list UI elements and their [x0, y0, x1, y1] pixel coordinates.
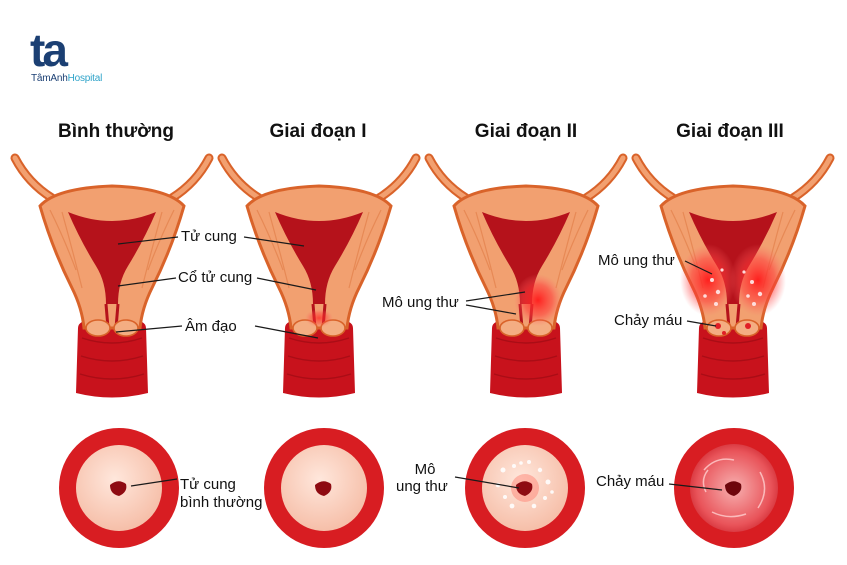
- tumor-stage-2-glow: [514, 274, 562, 326]
- label-uterus: Tử cung: [181, 228, 237, 245]
- tumor-stage-3-left-glow: [680, 244, 736, 316]
- stage-title-stage-2: Giai đoạn II: [474, 121, 578, 142]
- cervix-section-stage-2: [465, 428, 585, 548]
- leader-lines-bottom: [130, 476, 723, 491]
- stage-title-stage-1: Giai đoạn I: [269, 121, 367, 142]
- tamanh-logo-icon: ta: [30, 26, 71, 74]
- label-normal-uterus-line-2: bình thường: [180, 494, 263, 511]
- label-bleeding-bottom: Chảy máu: [596, 473, 665, 490]
- logo-brand-main: TâmAnh: [31, 73, 68, 84]
- cervix-section-stage-3: [674, 428, 794, 548]
- bleeding-stage-3-drops: [715, 323, 751, 335]
- tumor-stage-3-right-glow: [730, 244, 786, 316]
- leader-lines-top: [115, 236, 717, 339]
- label-cancer-tissue-bottom-line-2: ung thư: [396, 478, 448, 495]
- logo-wordmark: TâmAnhHospital: [31, 73, 102, 84]
- label-vagina: Âm đạo: [185, 318, 237, 335]
- logo-brand-sub: Hospital: [67, 73, 103, 84]
- label-bleeding-stage-3: Chảy máu: [614, 312, 683, 329]
- label-cancer-tissue-bottom-line-1: Mô: [414, 461, 436, 478]
- cervix-section-stage-1: [264, 428, 384, 548]
- svg-text:ta: ta: [30, 26, 68, 74]
- label-cancer-tissue-stage-3: Mô ung thư: [598, 252, 675, 269]
- stage-title-normal: Bình thường: [58, 121, 174, 142]
- label-cervix: Cổ tử cung: [178, 269, 253, 286]
- label-cancer-tissue-stage-2: Mô ung thư: [382, 294, 459, 311]
- label-normal-uterus-line-1: Tử cung: [180, 476, 236, 493]
- tumor-stage-3-nodules: [703, 268, 763, 306]
- stage-title-stage-3: Giai đoạn III: [676, 121, 784, 142]
- tumor-stage-1-glow: [305, 309, 333, 327]
- cervix-section-normal: [59, 428, 179, 548]
